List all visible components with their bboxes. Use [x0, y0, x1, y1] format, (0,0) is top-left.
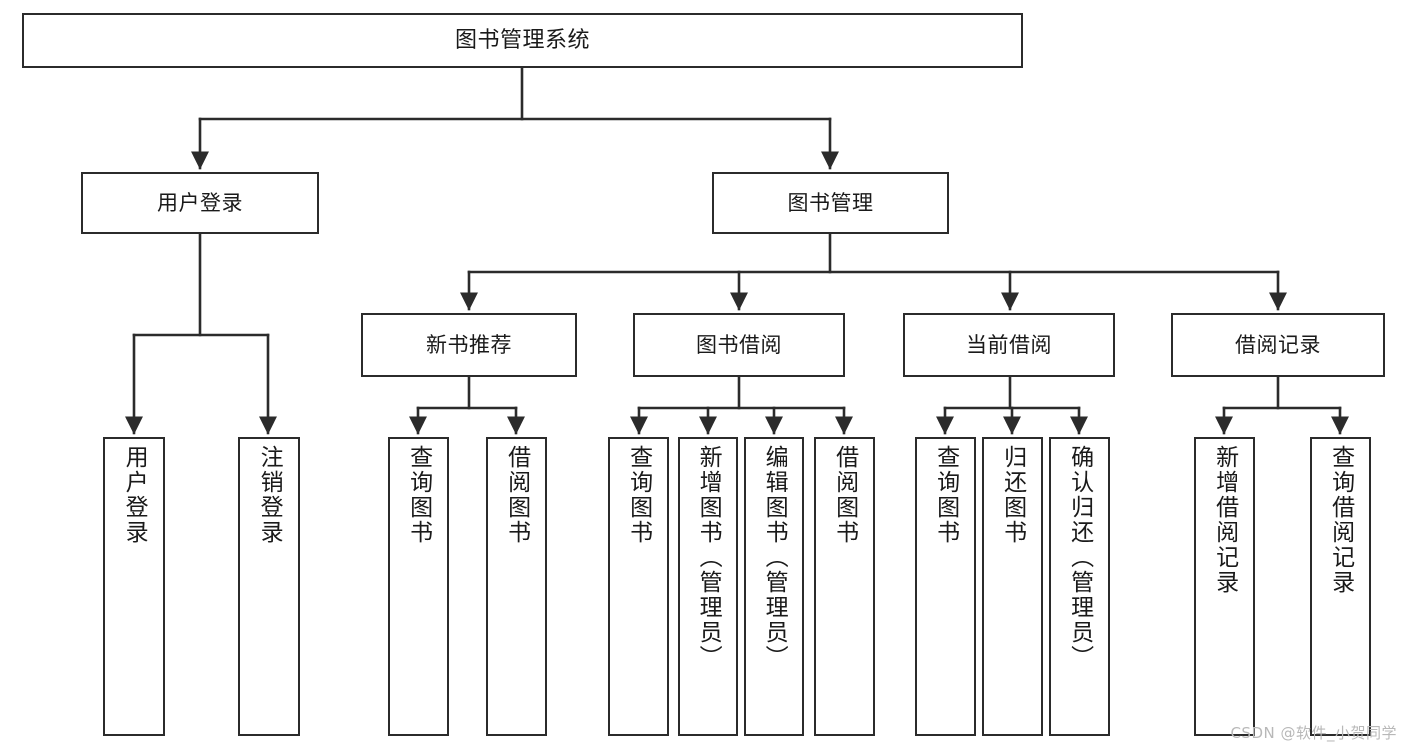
node-leaf-confirm-return-label: 确认归还（管理员）	[1066, 445, 1093, 670]
node-leaf-borrow-book-1[interactable]: 借阅图书	[486, 437, 547, 736]
node-root[interactable]: 图书管理系统	[22, 13, 1023, 68]
node-leaf-query-book-3[interactable]: 查询图书	[915, 437, 976, 736]
node-book-manage-label: 图书管理	[787, 190, 874, 215]
node-leaf-add-record[interactable]: 新增借阅记录	[1194, 437, 1255, 736]
node-leaf-user-login-label: 用户登录	[121, 445, 148, 545]
node-current-borrow-label: 当前借阅	[966, 332, 1052, 357]
node-new-book-recommend-label: 新书推荐	[426, 332, 512, 357]
node-leaf-logout-login[interactable]: 注销登录	[238, 437, 300, 736]
node-leaf-add-record-label: 新增借阅记录	[1211, 445, 1238, 595]
node-leaf-logout-login-label: 注销登录	[256, 445, 283, 545]
node-book-borrow[interactable]: 图书借阅	[633, 313, 845, 377]
node-leaf-borrow-book-1-label: 借阅图书	[503, 445, 530, 545]
node-book-borrow-label: 图书借阅	[696, 332, 782, 357]
node-leaf-query-book-2[interactable]: 查询图书	[608, 437, 669, 736]
node-leaf-edit-book-label: 编辑图书（管理员）	[761, 445, 788, 670]
node-leaf-query-book-1[interactable]: 查询图书	[388, 437, 449, 736]
node-new-book-recommend[interactable]: 新书推荐	[361, 313, 577, 377]
node-leaf-query-book-2-label: 查询图书	[625, 445, 652, 545]
node-current-borrow[interactable]: 当前借阅	[903, 313, 1115, 377]
csdn-watermark: CSDN @软件_小贺同学	[1230, 724, 1397, 742]
node-leaf-query-book-3-label: 查询图书	[932, 445, 959, 545]
node-leaf-query-record-label: 查询借阅记录	[1327, 445, 1354, 595]
node-borrow-record-label: 借阅记录	[1235, 332, 1321, 357]
node-leaf-borrow-book-2-label: 借阅图书	[831, 445, 858, 545]
node-leaf-edit-book[interactable]: 编辑图书（管理员）	[744, 437, 804, 736]
node-user-login-label: 用户登录	[157, 190, 243, 215]
node-leaf-add-book-label: 新增图书（管理员）	[695, 445, 722, 670]
node-leaf-query-record[interactable]: 查询借阅记录	[1310, 437, 1371, 736]
node-leaf-borrow-book-2[interactable]: 借阅图书	[814, 437, 875, 736]
node-root-label: 图书管理系统	[454, 27, 590, 53]
node-leaf-query-book-1-label: 查询图书	[405, 445, 432, 545]
node-user-login[interactable]: 用户登录	[81, 172, 319, 234]
node-borrow-record[interactable]: 借阅记录	[1171, 313, 1385, 377]
node-leaf-return-book-label: 归还图书	[999, 445, 1026, 545]
node-book-manage[interactable]: 图书管理	[712, 172, 949, 234]
node-leaf-confirm-return[interactable]: 确认归还（管理员）	[1049, 437, 1110, 736]
node-leaf-add-book[interactable]: 新增图书（管理员）	[678, 437, 738, 736]
node-leaf-user-login[interactable]: 用户登录	[103, 437, 165, 736]
node-leaf-return-book[interactable]: 归还图书	[982, 437, 1043, 736]
